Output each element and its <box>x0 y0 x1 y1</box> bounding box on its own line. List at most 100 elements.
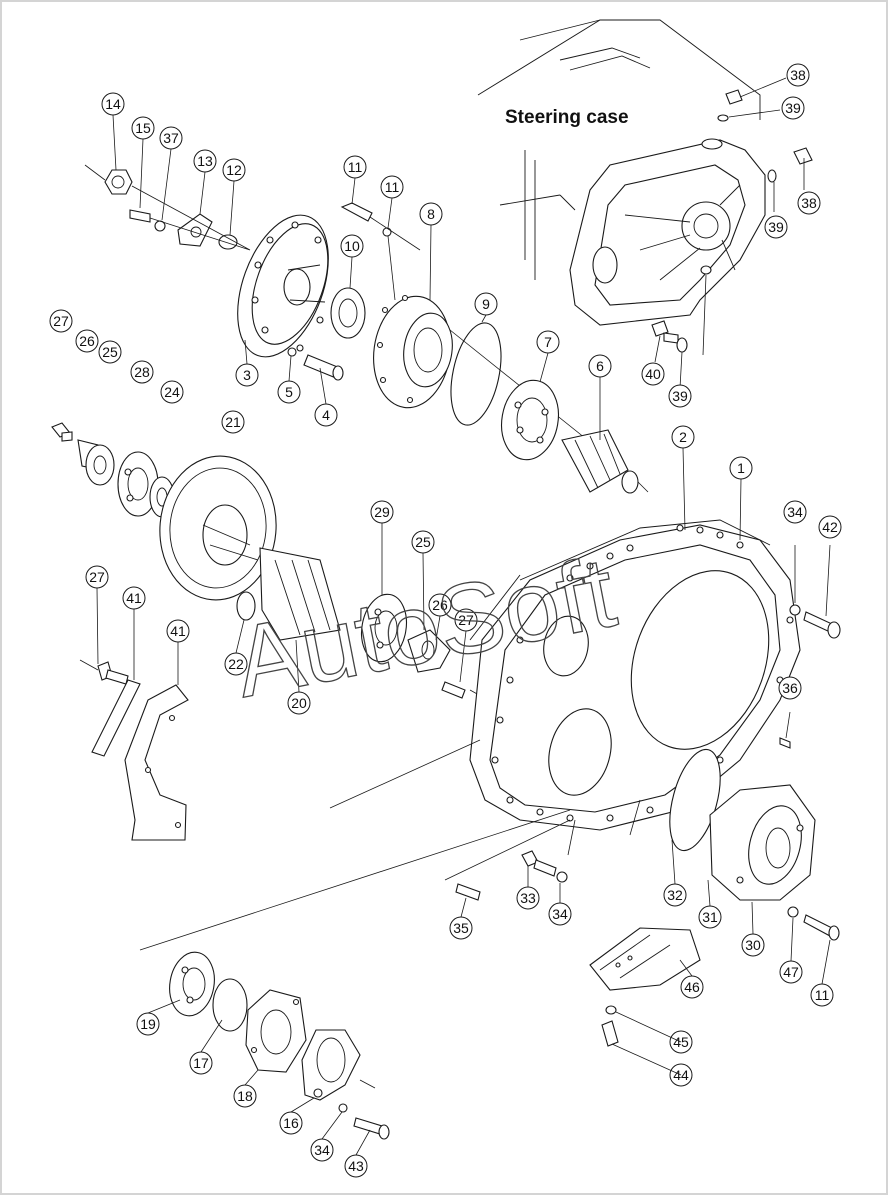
svg-text:25: 25 <box>415 534 431 550</box>
bearing-group-mid <box>360 593 561 741</box>
svg-text:14: 14 <box>105 96 121 112</box>
svg-text:38: 38 <box>790 67 806 83</box>
svg-text:33: 33 <box>520 890 536 906</box>
svg-text:5: 5 <box>285 384 293 400</box>
svg-text:29: 29 <box>374 504 390 520</box>
callout-29: 29 <box>370 500 394 524</box>
svg-text:40: 40 <box>645 366 661 382</box>
svg-text:45: 45 <box>673 1034 689 1050</box>
svg-text:25: 25 <box>102 344 118 360</box>
callout-8: 8 <box>419 202 443 226</box>
callout-38-right: 38 <box>797 191 821 215</box>
svg-text:43: 43 <box>348 1158 364 1174</box>
callout-39-bottom: 39 <box>668 384 692 408</box>
svg-text:39: 39 <box>768 219 784 235</box>
callout-39-top: 39 <box>781 96 805 120</box>
callout-20: 19 <box>136 1012 160 1036</box>
callout-5: 5 <box>277 380 301 404</box>
callout-26-mid: 26 <box>428 593 452 617</box>
hardware-bottom <box>455 850 568 901</box>
callout-11-top: 11 <box>343 155 367 179</box>
callout-18: 17 <box>189 1051 213 1075</box>
callout-12: 11 <box>380 175 404 199</box>
callout-15: 14 <box>101 92 125 116</box>
svg-text:27: 27 <box>89 569 105 585</box>
svg-text:11: 11 <box>815 987 830 1003</box>
callout-36: 36 <box>778 676 802 700</box>
hardware-top-right <box>651 77 813 389</box>
callout-17: 16 <box>279 1111 303 1135</box>
svg-text:42: 42 <box>822 519 838 535</box>
callout-25-mid: 25 <box>411 530 435 554</box>
carrier-group <box>373 294 601 451</box>
svg-text:9: 9 <box>482 296 490 312</box>
callout-10: 10 <box>340 234 364 258</box>
svg-text:31: 31 <box>702 909 718 925</box>
svg-text:21: 21 <box>225 414 241 430</box>
callout-43-right: 42 <box>818 515 842 539</box>
callout-7: 7 <box>536 330 560 354</box>
callout-26-top: 26 <box>75 329 99 353</box>
svg-text:30: 30 <box>745 937 761 953</box>
callout-4: 4 <box>314 403 338 427</box>
callout-41: 41 <box>166 619 190 643</box>
svg-text:27: 27 <box>458 612 474 628</box>
bracket-group <box>589 927 701 1047</box>
callout-2: 2 <box>671 425 695 449</box>
bracket-left-group <box>79 659 189 841</box>
svg-text:39: 39 <box>672 388 688 404</box>
callout-16: 15 <box>131 116 155 140</box>
callout-25-top: 25 <box>98 340 122 364</box>
svg-text:19: 19 <box>140 1016 156 1032</box>
svg-text:4: 4 <box>322 407 330 423</box>
callout-23: 22 <box>224 652 248 676</box>
svg-text:26: 26 <box>432 597 448 613</box>
callout-39-right: 39 <box>764 215 788 239</box>
svg-text:6: 6 <box>596 358 604 374</box>
main-case <box>139 519 801 951</box>
svg-text:18: 18 <box>237 1088 253 1104</box>
svg-text:41: 41 <box>170 623 186 639</box>
svg-text:10: 10 <box>344 238 360 254</box>
callout-14: 13 <box>193 149 217 173</box>
callout-33: 33 <box>516 886 540 910</box>
svg-text:34: 34 <box>787 504 803 520</box>
coupling-plate-group <box>84 164 344 381</box>
svg-text:32: 32 <box>667 887 683 903</box>
svg-text:24: 24 <box>164 384 180 400</box>
callout-32: 32 <box>663 883 687 907</box>
callout-22: 21 <box>221 410 245 434</box>
callout-3: 3 <box>235 363 259 387</box>
callout-34-bottom-left: 34 <box>310 1138 334 1162</box>
svg-text:37: 37 <box>163 130 179 146</box>
callout-37: 37 <box>159 126 183 150</box>
callout-43-bottom: 43 <box>344 1154 368 1178</box>
bearing-group-top <box>330 202 421 339</box>
svg-text:2: 2 <box>679 429 687 445</box>
steering-case-housing: Steering case <box>477 19 766 356</box>
svg-text:41: 41 <box>126 590 142 606</box>
callout-13: 12 <box>222 158 246 182</box>
svg-text:34: 34 <box>314 1142 330 1158</box>
callout-9: 9 <box>474 292 498 316</box>
callout-42: 41 <box>122 586 146 610</box>
callout-28: 28 <box>130 360 154 384</box>
svg-text:17: 17 <box>193 1055 209 1071</box>
svg-text:1: 1 <box>737 460 745 476</box>
bottom-left-assembly <box>169 951 390 1140</box>
svg-text:36: 36 <box>782 680 798 696</box>
callout-1: 1 <box>729 456 753 480</box>
svg-text:7: 7 <box>544 334 552 350</box>
flange-group <box>669 748 840 941</box>
callout-47: 47 <box>779 960 803 984</box>
svg-text:28: 28 <box>134 364 150 380</box>
svg-text:13: 13 <box>197 153 213 169</box>
callout-leaders <box>96 114 831 1156</box>
svg-text:3: 3 <box>243 367 251 383</box>
callout-19: 18 <box>233 1084 257 1108</box>
svg-text:35: 35 <box>453 920 469 936</box>
svg-text:11: 11 <box>348 159 363 175</box>
callout-46: 46 <box>680 975 704 999</box>
